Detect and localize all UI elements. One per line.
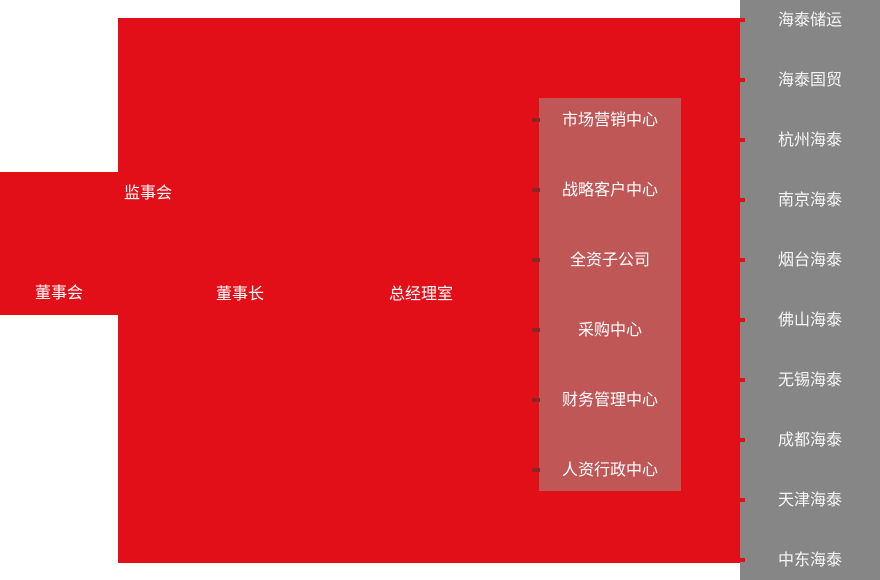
center-item-procurement: 采购中心 xyxy=(577,320,642,339)
connector-tick-red xyxy=(738,18,745,22)
business-centers-panel: 市场营销中心 战略客户中心 全资子公司 采购中心 财务管理中心 人资行政中心 xyxy=(539,98,681,491)
connector-tick-red xyxy=(738,258,745,262)
connector-tick-dark xyxy=(532,398,540,402)
board-block: 董事会 xyxy=(0,172,118,315)
gm-office-label: 总经理室 xyxy=(388,284,453,303)
connector-tick-red xyxy=(738,558,745,562)
subsidiary-item: 天津海泰 xyxy=(777,490,842,509)
connector-tick-red xyxy=(738,378,745,382)
chairman-label: 董事长 xyxy=(215,284,264,303)
subsidiary-item: 海泰储运 xyxy=(777,10,842,29)
connector-tick-red xyxy=(738,438,745,442)
center-item-subsidiary-co: 全资子公司 xyxy=(569,250,650,269)
connector-tick-dark xyxy=(532,118,540,122)
connector-tick-red xyxy=(738,318,745,322)
subsidiaries-panel: 海泰储运 海泰国贸 杭州海泰 南京海泰 烟台海泰 佛山海泰 无锡海泰 成都海泰 … xyxy=(740,0,880,580)
connector-tick-red xyxy=(738,138,745,142)
subsidiary-item: 海泰国贸 xyxy=(777,70,842,89)
connector-tick-dark xyxy=(532,328,540,332)
connector-tick-dark xyxy=(532,258,540,262)
center-item-marketing: 市场营销中心 xyxy=(561,110,658,129)
subsidiary-item: 中东海泰 xyxy=(777,550,842,569)
connector-tick-red xyxy=(738,498,745,502)
subsidiary-item: 无锡海泰 xyxy=(777,370,842,389)
subsidiary-item: 烟台海泰 xyxy=(777,250,842,269)
subsidiary-item: 杭州海泰 xyxy=(777,130,842,149)
connector-tick-red xyxy=(738,78,745,82)
center-item-finance: 财务管理中心 xyxy=(561,390,658,409)
subsidiary-item: 南京海泰 xyxy=(777,190,842,209)
subsidiary-item: 佛山海泰 xyxy=(777,310,842,329)
board-label: 董事会 xyxy=(34,283,83,302)
center-item-hr-admin: 人资行政中心 xyxy=(561,460,658,479)
subsidiary-item: 成都海泰 xyxy=(777,430,842,449)
connector-tick-dark xyxy=(532,188,540,192)
center-item-strategic-clients: 战略客户中心 xyxy=(561,180,658,199)
connector-tick-dark xyxy=(532,468,540,472)
connector-tick-red xyxy=(738,198,745,202)
supervisory-board-label: 监事会 xyxy=(124,183,173,202)
